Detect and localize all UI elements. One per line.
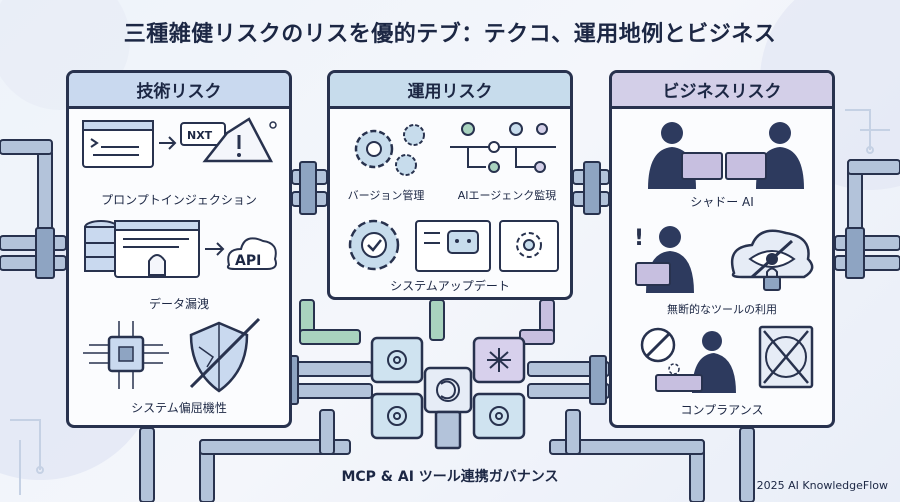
tech-badge-api: API bbox=[235, 253, 262, 269]
tech-badge-nxt: NXT bbox=[187, 129, 213, 142]
biz-item-unauthorized-tool-use: 無断的なツールの利用 bbox=[667, 303, 777, 316]
ops-item-agent-monitoring: AIエージェンク監現 bbox=[457, 189, 557, 202]
ops-item-system-update: システムアップデート bbox=[390, 279, 510, 293]
system-update-illustration bbox=[348, 219, 559, 272]
biz-item-compliance: コンプラアンス bbox=[680, 403, 764, 417]
tech-item-system-vulnerability: システム偏屈機性 bbox=[131, 401, 227, 415]
ops-item-version-control: バージョン管理 bbox=[347, 189, 425, 202]
technical-risk-header: 技術リスク bbox=[69, 73, 289, 109]
biz-item-shadow-ai: シャドー AI bbox=[690, 195, 754, 209]
governance-label: MCP & AI ツール連携ガバナンス bbox=[341, 469, 559, 485]
operational-risk-header: 運用リスク bbox=[330, 73, 570, 109]
data-leak-illustration bbox=[84, 220, 277, 278]
unauthorized-tool-illustration: ! bbox=[634, 226, 814, 293]
tech-item-prompt-injection: プロンプトインジェクション bbox=[101, 193, 257, 207]
technical-risk-panel: 技術リスク NXT プロンプトインジェクション API データ漏洩 bbox=[66, 70, 292, 428]
prompt-injection-illustration bbox=[82, 117, 277, 168]
compliance-illustration bbox=[640, 325, 814, 393]
tech-item-data-leak: データ漏洩 bbox=[148, 297, 209, 311]
shadow-ai-illustration bbox=[648, 122, 804, 189]
business-risk-panel: ビジネスリスク シャドー AI ! 無断的なツールの利用 コンプラアンス bbox=[609, 70, 835, 428]
system-vulnerability-illustration bbox=[83, 317, 261, 393]
svg-text:!: ! bbox=[634, 226, 644, 251]
credit-text: 2025 AI KnowledgeFlow bbox=[756, 479, 888, 492]
business-risk-header: ビジネスリスク bbox=[612, 73, 832, 109]
agent-monitoring-timeline-icon bbox=[450, 122, 556, 173]
version-control-gears-icon bbox=[354, 124, 425, 176]
page-title: 三種雑健リスクのリスを優的テブ：テクコ、運用地例とビジネス bbox=[123, 22, 777, 47]
operational-risk-panel: 運用リスク バージョン管理 AIエージェンク監現 システムアップデート bbox=[327, 70, 573, 300]
